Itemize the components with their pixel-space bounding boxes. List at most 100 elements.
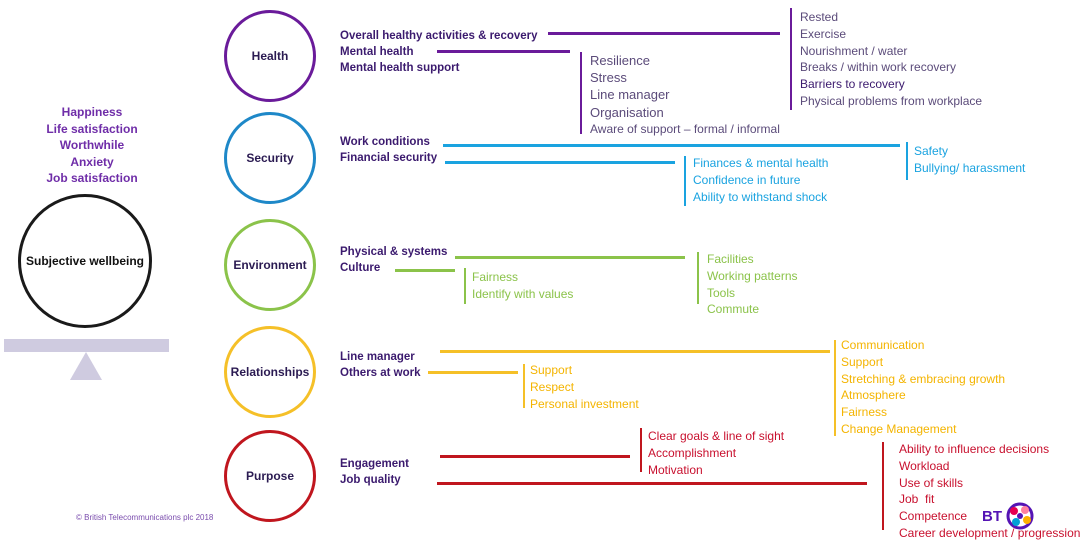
list-item: Stress <box>590 70 627 86</box>
security-right-list: Safety Bullying/ harassment <box>914 143 1025 177</box>
list-item: Identify with values <box>472 286 574 301</box>
environment-mid-list: Fairness Identify with values <box>472 269 573 303</box>
subjective-wellbeing-circle: Subjective wellbeing <box>18 194 152 328</box>
list-item: Competence <box>899 509 968 524</box>
connector-line <box>428 371 518 374</box>
connector-line <box>445 161 675 164</box>
relationships-mid-list: Support Respect Personal investment <box>530 362 639 412</box>
list-item: Nourishment / water <box>800 43 908 58</box>
driver-item: Line manager <box>340 351 415 363</box>
list-item: Job fit <box>899 492 935 507</box>
list-item: Exercise <box>800 26 847 41</box>
list-item: Confidence in future <box>693 172 801 187</box>
list-item: Resilience <box>590 53 650 68</box>
bracket-bar <box>580 52 582 134</box>
health-drivers: Overall healthy activities & recovery Me… <box>340 28 538 76</box>
domain-label-purpose: Purpose <box>245 469 294 483</box>
driver-item: Engagement <box>340 458 410 470</box>
list-item: Clear goals & line of sight <box>648 429 785 443</box>
list-item: Barriers to recovery <box>800 77 905 92</box>
list-item: Accomplishment <box>648 445 737 460</box>
purpose-drivers: Engagement Job quality <box>340 456 409 488</box>
domain-label-security: Security <box>246 151 294 165</box>
list-item: Bullying/ harassment <box>914 160 1026 175</box>
driver-item: Others at work <box>340 367 421 379</box>
wellbeing-outcomes-list: Happiness Life satisfaction Worthwhile A… <box>28 104 156 187</box>
outcome-item: Worthwhile <box>59 138 125 153</box>
seesaw-fulcrum <box>70 352 102 380</box>
connector-line <box>440 455 630 458</box>
domain-circle-relationships: Relationships <box>224 326 316 418</box>
driver-item: Mental health support <box>340 62 460 74</box>
domain-circle-security: Security <box>224 112 316 204</box>
list-item: Breaks / within work recovery <box>800 60 957 75</box>
driver-item: Overall healthy activities & recovery <box>340 30 538 42</box>
list-item: Ability to influence decisions <box>899 442 1050 456</box>
bracket-bar <box>906 142 908 180</box>
list-item: Fairness <box>472 270 519 284</box>
driver-item: Job quality <box>340 474 401 486</box>
bracket-bar <box>640 428 642 472</box>
connector-line <box>437 482 867 485</box>
domain-circle-purpose: Purpose <box>224 430 316 522</box>
connector-line <box>395 269 455 272</box>
list-item: Line manager <box>590 87 670 103</box>
security-mid-list: Finances & mental health Confidence in f… <box>693 155 828 205</box>
list-item: Use of skills <box>899 475 964 490</box>
bracket-bar <box>697 252 699 304</box>
security-drivers: Work conditions Financial security <box>340 134 437 166</box>
list-item: Motivation <box>648 462 703 477</box>
list-item: Career development / progression <box>899 525 1081 540</box>
bracket-bar <box>464 268 466 304</box>
bracket-bar <box>684 156 686 206</box>
relationships-drivers: Line manager Others at work <box>340 349 421 381</box>
health-right-list: Rested Exercise Nourishment / water Brea… <box>800 9 982 110</box>
connector-line <box>548 32 780 35</box>
list-item: Communication <box>841 338 925 352</box>
list-item: Safety <box>914 144 949 158</box>
list-item: Change Management <box>841 421 957 436</box>
purpose-right-list: Ability to influence decisions Workload … <box>899 441 1080 542</box>
driver-item: Physical & systems <box>340 246 448 258</box>
connector-line <box>440 350 830 353</box>
list-item: Workload <box>899 458 950 473</box>
list-item: Respect <box>530 379 575 394</box>
list-item: Support <box>530 363 573 377</box>
driver-item: Culture <box>340 262 381 274</box>
driver-item: Mental health <box>340 46 414 58</box>
list-item: Finances & mental health <box>693 156 829 170</box>
list-item: Facilities <box>707 252 754 266</box>
connector-line <box>437 50 570 53</box>
domain-label-environment: Environment <box>233 258 307 272</box>
list-item: Personal investment <box>530 396 639 411</box>
domain-label-relationships: Relationships <box>230 365 310 379</box>
list-item: Ability to withstand shock <box>693 189 828 204</box>
subjective-wellbeing-label: Subjective wellbeing <box>25 254 145 268</box>
domain-circle-environment: Environment <box>224 219 316 311</box>
list-item: Rested <box>800 10 839 24</box>
list-item: Working patterns <box>707 268 798 283</box>
bracket-bar <box>790 8 792 110</box>
list-item: Fairness <box>841 405 888 420</box>
list-item: Tools <box>707 285 736 300</box>
copyright-notice: © British Telecommunications plc 2018 <box>76 513 214 522</box>
environment-drivers: Physical & systems Culture <box>340 244 447 276</box>
purpose-mid-list: Clear goals & line of sight Accomplishme… <box>648 428 784 478</box>
list-item: Physical problems from workplace <box>800 93 983 108</box>
bt-logo-text: BT <box>982 507 1002 525</box>
environment-right-list: Facilities Working patterns Tools Commut… <box>707 251 798 318</box>
outcome-item: Happiness <box>61 105 123 119</box>
bracket-bar <box>523 364 525 408</box>
bt-logo: BT <box>982 502 1036 530</box>
health-mid-list: Resilience Stress Line manager Organisat… <box>590 52 780 138</box>
outcome-item: Job satisfaction <box>46 171 138 186</box>
list-item: Support <box>841 354 884 369</box>
seesaw-beam <box>4 339 169 352</box>
list-item: Aware of support – formal / informal <box>590 121 780 136</box>
list-item: Organisation <box>590 104 664 120</box>
connector-line <box>455 256 685 259</box>
bt-globe-icon <box>1006 502 1034 530</box>
list-item: Atmosphere <box>841 388 906 403</box>
list-item: Stretching & embracing growth <box>841 371 1006 386</box>
driver-item: Financial security <box>340 152 438 164</box>
